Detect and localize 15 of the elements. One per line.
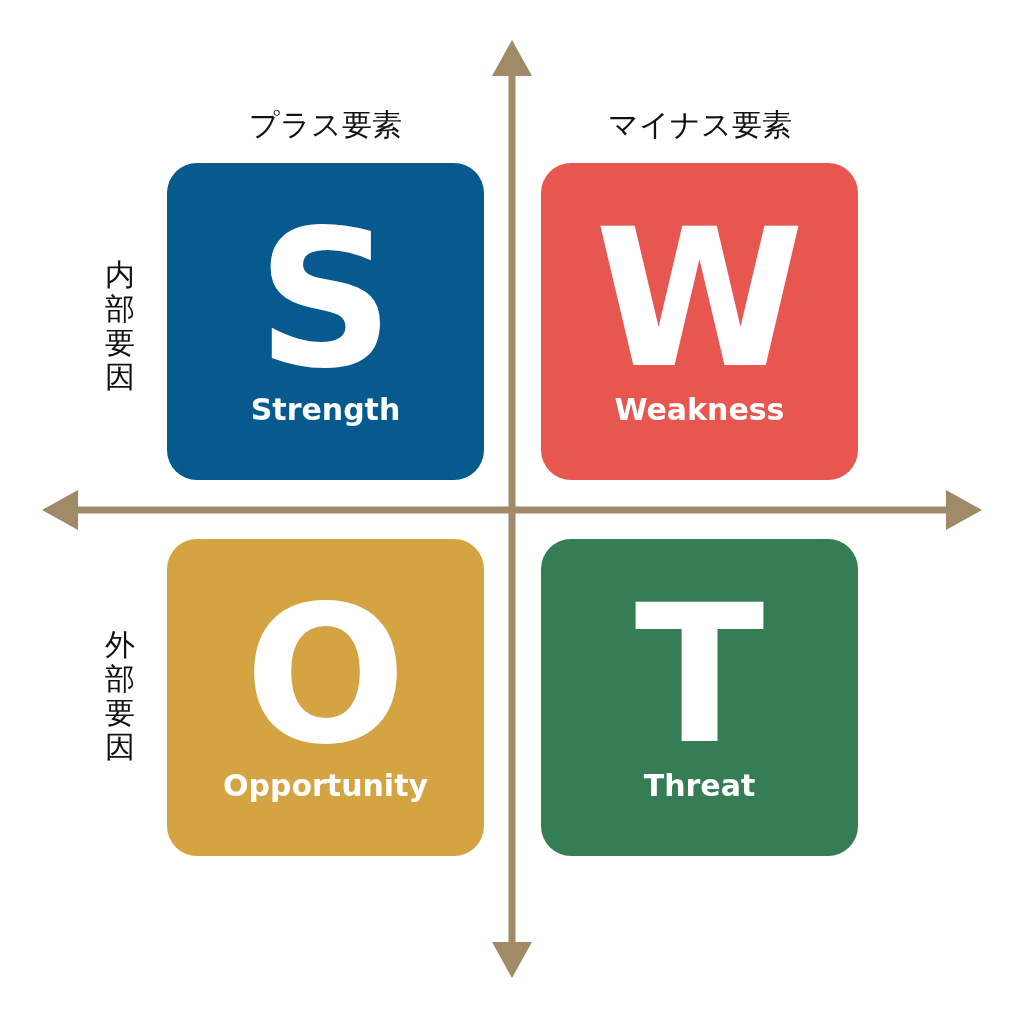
quadrant-label: Strength [249,395,402,425]
column-heading: プラス要素 [248,110,402,140]
axis-label: 外部要因 [104,628,136,764]
quadrant-box [167,539,484,856]
quadrant-box [541,539,858,856]
quadrant-box [167,163,484,480]
quadrant-letter: T [633,581,766,771]
quadrant-box [541,163,858,480]
quadrant-letter: O [244,581,407,771]
quadrant-label: Threat [642,771,757,801]
axis-label: 内部要因 [104,258,136,394]
quadrant-letter: W [593,205,806,395]
quadrant-label: Weakness [613,395,786,425]
quadrant-label: Opportunity [221,771,430,801]
quadrant-letter: S [257,205,394,395]
